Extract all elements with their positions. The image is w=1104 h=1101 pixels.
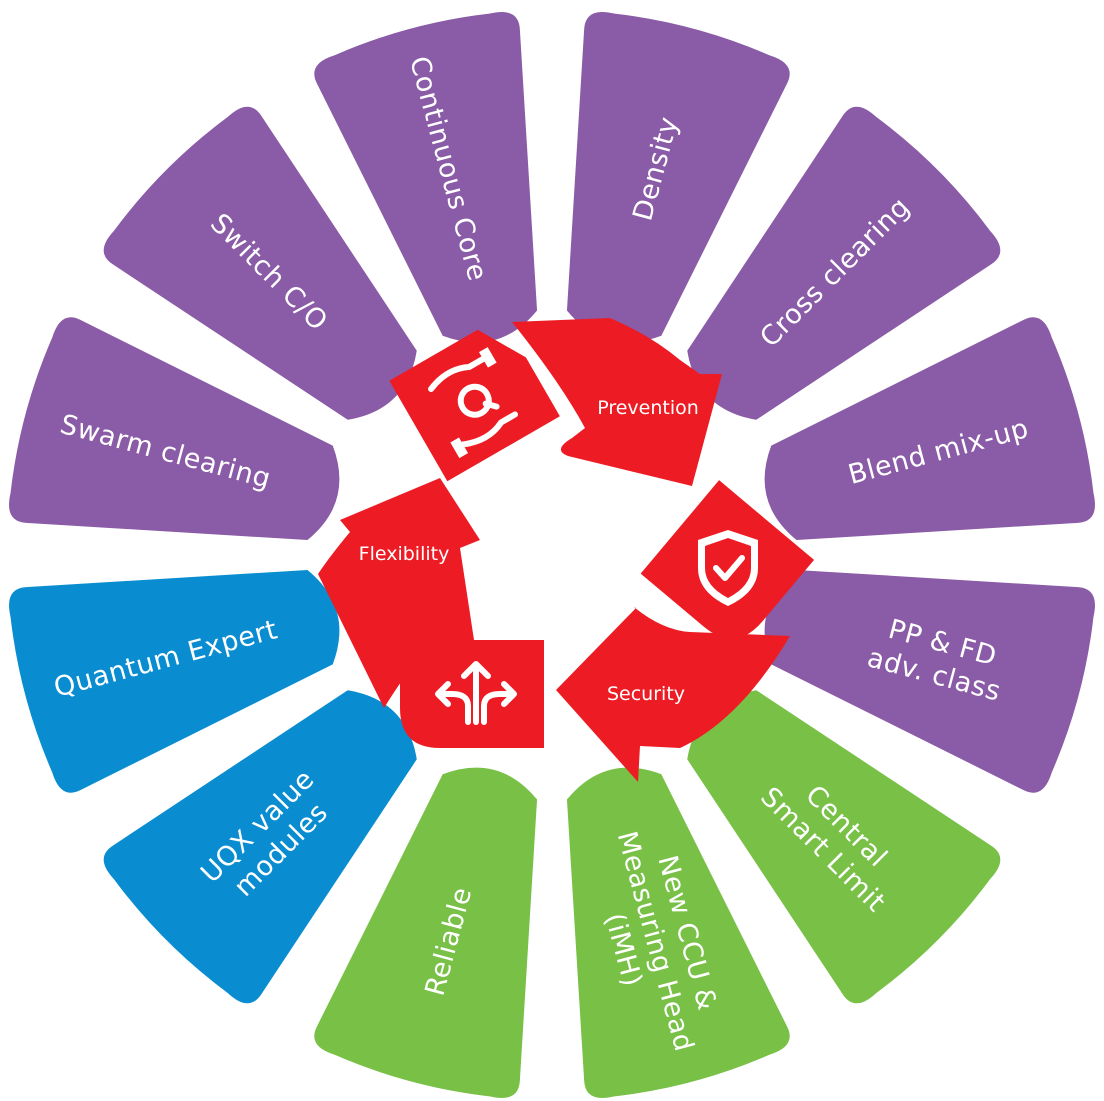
segment-cross-clearing: Cross clearing <box>687 106 1001 420</box>
segment-uqx-value-modules: UQX valuemodules <box>103 690 417 1004</box>
segment-shape-swarm-clearing <box>9 317 340 541</box>
segment-continuous-core: Continuous Core <box>314 12 538 343</box>
segment-shape-continuous-core <box>314 12 538 343</box>
quality-hands-icon <box>428 347 518 459</box>
segment-shape-density <box>566 12 790 343</box>
flexibility-label: Flexibility <box>359 543 450 565</box>
split-arrows-icon <box>435 661 517 725</box>
prevention-arrow <box>512 318 722 486</box>
segment-shape-quantum-expert <box>9 569 340 793</box>
segment-shape-new-ccu <box>566 767 790 1098</box>
segment-swarm-clearing: Swarm clearing <box>9 317 340 541</box>
segment-shape-cross-clearing <box>687 106 1001 420</box>
segment-shape-reliable <box>314 767 538 1098</box>
security-label: Security <box>607 683 685 705</box>
shield-badge <box>640 480 815 639</box>
segment-shape-blend-mix-up <box>764 317 1095 541</box>
arrows-badge <box>400 640 544 748</box>
prevention-label: Prevention <box>597 397 699 419</box>
segment-shape-pp-fd-adv-class <box>764 569 1095 793</box>
flexibility-arrow <box>318 478 480 708</box>
quality-badge <box>389 329 560 482</box>
security-arrow <box>556 607 790 782</box>
segment-reliable: Reliable <box>314 767 538 1098</box>
central-cycle: Prevention Security Flexibility <box>318 318 815 782</box>
segment-pp-fd-adv-class: PP & FDadv. class <box>764 569 1095 793</box>
segment-switch-co: Switch C/O <box>103 106 417 420</box>
segment-blend-mix-up: Blend mix-up <box>764 317 1095 541</box>
segment-central-smart-limit: CentralSmart Limit <box>687 690 1001 1004</box>
segment-new-ccu: New CCU &Measuring Head(iMH) <box>566 767 790 1098</box>
segment-shape-central-smart-limit <box>687 690 1001 1004</box>
segment-shape-uqx-value-modules <box>103 690 417 1004</box>
shield-check-icon <box>698 530 758 606</box>
segment-quantum-expert: Quantum Expert <box>9 569 340 793</box>
segment-shape-switch-co <box>103 106 417 420</box>
segment-density: Density <box>566 12 790 343</box>
